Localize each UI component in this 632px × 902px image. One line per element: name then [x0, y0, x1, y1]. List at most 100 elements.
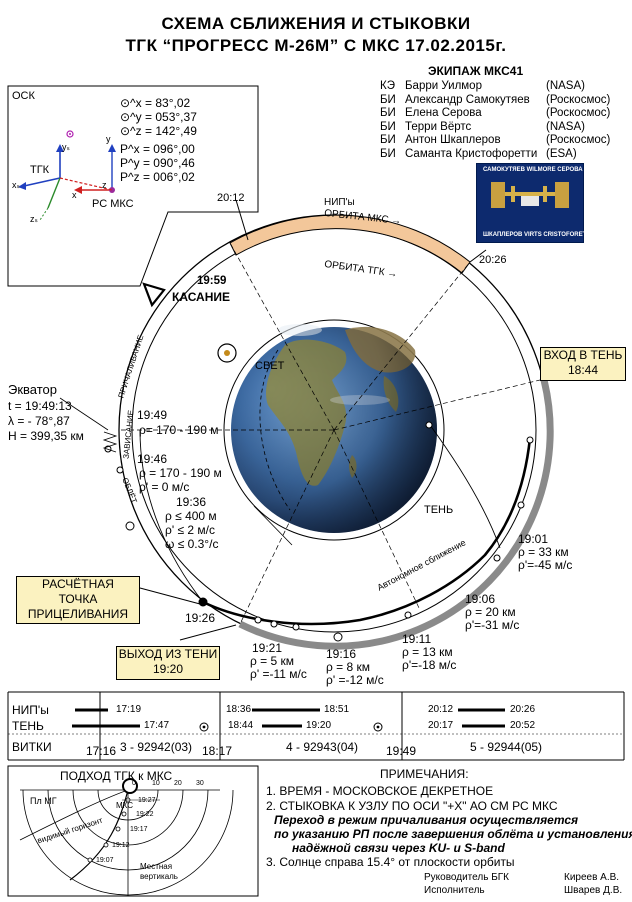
nip-start-time: 20:12 [217, 192, 245, 204]
axis-zs-label: zₛ [30, 214, 38, 224]
approach-time: 19:07 [96, 857, 114, 864]
approach-scale: 0 [132, 780, 136, 787]
nip-end-time: 20:26 [479, 254, 507, 266]
crew-member: БИ Александр Самокутяев (Роскосмос) [380, 93, 611, 106]
approach-iss-label: МКС [116, 801, 134, 810]
note-1: 1. ВРЕМЯ - МОСКОВСКОЕ ДЕКРЕТНОЕ [266, 784, 494, 798]
approach-scale: 10 [152, 780, 160, 787]
notes-heading: ПРИМЕЧАНИЯ: [380, 767, 469, 781]
crew-member: БИ Саманта Кристофоретти (ESA) [380, 147, 577, 160]
event-1916-rho: ρ = 8 км [326, 660, 371, 674]
approach-scale: 20 [174, 780, 182, 787]
event-1926-time: 19:26 [185, 611, 216, 625]
nip-band [229, 214, 471, 274]
approach-plane-label: Пл МГ [30, 796, 57, 806]
shadow-exit-callout: ВЫХОД ИЗ ТЕНИ 19:20 [116, 646, 220, 680]
crew-heading: ЭКИПАЖ МКС41 [428, 64, 524, 78]
shadow-arc [238, 379, 554, 650]
inner-ring [223, 319, 445, 541]
nip-time: 20:26 [510, 704, 536, 715]
event-1936-omega: ω ≤ 0.3°/с [165, 537, 219, 551]
approach-trajectory [202, 437, 532, 626]
event-1921-time: 19:21 [252, 641, 283, 655]
shadow-time: 19:20 [306, 720, 332, 731]
shadow-time: 17:47 [144, 720, 170, 731]
orbit-tick: 19:49 [386, 744, 417, 758]
orbit-label: 4 - 92943(04) [286, 740, 359, 754]
event-1901-rate: ρ'=-45 м/с [518, 558, 573, 572]
shadow-entry-callout: ВХОД В ТЕНЬ 18:44 [540, 347, 626, 381]
note-2a: Переход в режим причаливания осуществляе… [274, 813, 579, 827]
approach-vertical-label-1: Местная [140, 862, 173, 871]
approach-title: ПОДХОД ТГК к МКС [60, 769, 173, 783]
orbit-tick: 18:17 [202, 744, 233, 758]
shadow-label: ТЕНЬ [424, 504, 454, 516]
axis-xs-label: xₛ [12, 180, 20, 190]
event-1906-rho: ρ = 20 км [465, 605, 516, 619]
event-1901-time: 19:01 [518, 532, 549, 546]
axis-ys-label: yₛ [62, 142, 70, 152]
crew-member: БИ Терри Вёртс (NASA) [380, 120, 585, 133]
approach-time: 19:22 [136, 811, 154, 818]
timeline-nip-row-label: НИП'ы [12, 703, 49, 717]
event-1936-time: 19:36 [176, 495, 207, 509]
light-label: СВЕТ [255, 360, 285, 372]
approach-time: 19:12 [112, 842, 130, 849]
crew-member: БИ Антон Шкаплеров (Роскосмос) [380, 134, 611, 146]
contact-time: 19:59 [197, 275, 227, 287]
event-1921-rho: ρ = 5 км [250, 654, 295, 668]
event-1916-rate: ρ' =-12 м/с [326, 673, 384, 687]
note-2c: надёжной связи через KU- и S-band [292, 841, 505, 855]
signature-name: Шварев Д.В. [564, 885, 623, 896]
axis-x-label: x [72, 190, 77, 200]
event-1901-rho: ρ = 33 км [518, 545, 569, 559]
crew-patch-image: САМОКУТЯЕВ WILMORE СЕРОВА ШКАПЛЕРОВ VIRT… [476, 163, 592, 243]
osk-rs-label: РС МКС [92, 198, 134, 210]
approach-time: 19:27 [138, 797, 156, 804]
event-1946-time: 19:46 [137, 452, 168, 466]
event-1946-rho: ρ = 170 - 190 м [139, 466, 222, 480]
note-3: 3. Солнце справа 15.4° от плоскости орби… [266, 855, 515, 869]
timeline-orbits-row-label: ВИТКИ [12, 740, 52, 754]
axis-z-label: z [102, 180, 107, 190]
event-1906-time: 19:06 [465, 592, 496, 606]
signature-role: Исполнитель [424, 885, 485, 896]
event-1946-rate: ρ' = 0 м/с [139, 480, 190, 494]
approach-scale: 30 [196, 780, 204, 787]
osk-frame [7, 85, 259, 287]
osk-axes [18, 130, 116, 221]
event-1911-rho: ρ = 13 км [402, 645, 453, 659]
title-line-1: СХЕМА СБЛИЖЕНИЯ И СТЫКОВКИ [161, 14, 471, 33]
signature-role: Руководитель БГК [424, 872, 510, 883]
nip-time: 18:51 [324, 704, 350, 715]
contact-label: КАСАНИЕ [172, 290, 231, 304]
orbit-tick: 17:16 [86, 744, 117, 758]
orbit-label: 5 - 92944(05) [470, 740, 543, 754]
note-2b: по указанию РП после завершения облёта и… [274, 827, 632, 841]
nip-time: 17:19 [116, 704, 142, 715]
aim-point-callout: РАСЧЁТНАЯ ТОЧКА ПРИЦЕЛИВАНИЯ [16, 576, 140, 624]
approach-time: 19:17 [130, 826, 148, 833]
event-1936-rho: ρ ≤ 400 м [165, 509, 217, 523]
osk-label: ОСК [12, 90, 35, 102]
crew-member: КЭ Барри Уилмор (NASA) [380, 80, 585, 92]
note-2: 2. СТЫКОВКА К УЗЛУ ПО ОСИ "+X" АО СМ РС … [266, 799, 558, 813]
event-1911-rate: ρ'=-18 м/с [402, 658, 457, 672]
title-line-2: ТГК “ПРОГРЕСС М-26М” С МКС 17.02.2015г. [125, 36, 507, 55]
event-1916-time: 19:16 [326, 647, 357, 661]
nip-label: НИП'ы [324, 197, 355, 208]
nip-time: 20:12 [428, 704, 454, 715]
event-1911-time: 19:11 [402, 632, 432, 646]
event-1949-rho: ρ= 170 - 190 м [139, 423, 219, 437]
timeline-shadow-row-label: ТЕНЬ [12, 719, 44, 733]
orbit-label: 3 - 92942(03) [120, 740, 193, 754]
axis-y-label: y [106, 134, 111, 144]
shadow-time: 18:44 [228, 720, 254, 731]
event-1906-rate: ρ'=-31 м/с [465, 618, 520, 632]
approach-vertical-label-2: вертикаль [140, 872, 178, 881]
event-1949-time: 19:49 [137, 408, 168, 422]
docking-marker-icon [142, 282, 166, 308]
event-1921-rate: ρ' =-11 м/с [250, 667, 307, 681]
shadow-time: 20:52 [510, 720, 536, 731]
